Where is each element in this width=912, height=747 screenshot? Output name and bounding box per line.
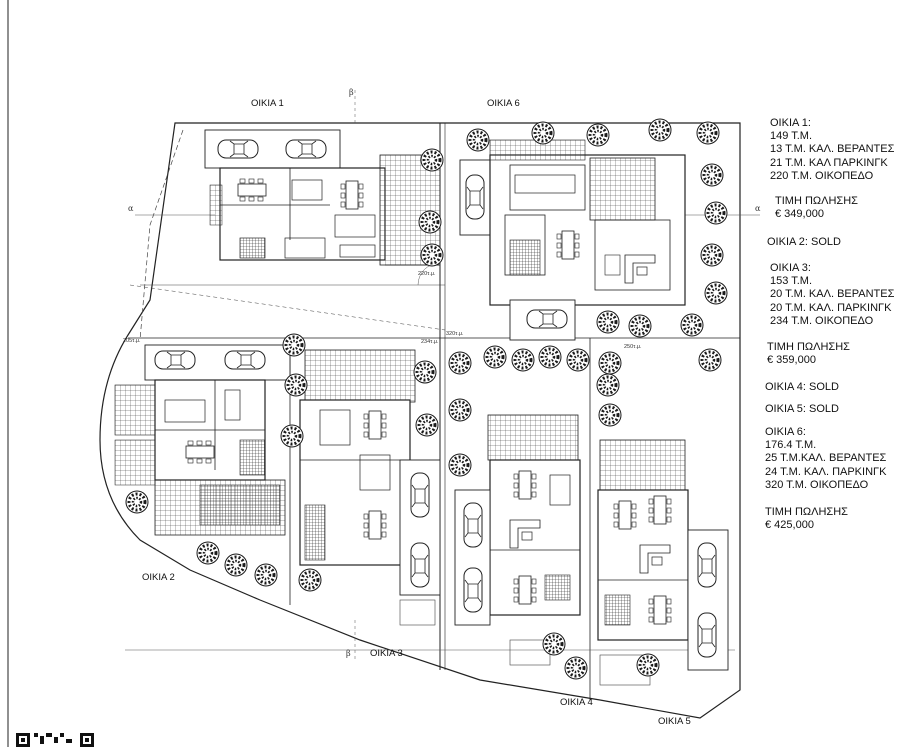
section-marker-alpha-right: α <box>755 204 761 213</box>
info-house-3-price-value: € 359,000 <box>767 354 816 367</box>
plan-label-house-3: ΟΙΚΙΑ 3 <box>370 648 403 659</box>
info-house-3-price-label: ΤΙΜΗ ΠΩΛΗΣΗΣ <box>767 341 850 353</box>
area-label-250: 250τ.μ. <box>624 344 642 350</box>
plan-label-house-5: ΟΙΚΙΑ 5 <box>658 716 691 727</box>
plan-label-house-2: ΟΙΚΙΑ 2 <box>142 572 175 583</box>
info-house-6-price-label: ΤΙΜΗ ΠΩΛΗΣΗΣ <box>765 506 848 518</box>
info-house-2: ΟΙΚΙΑ 2: SOLD <box>767 236 841 249</box>
info-house-1-price-value: € 349,000 <box>775 208 824 221</box>
info-house-6-price: ΤΙΜΗ ΠΩΛΗΣΗΣ € 425,000 <box>765 506 848 532</box>
info-house-1-verandas: 13 Τ.Μ. ΚΑΛ. ΒΕΡΑΝΤΕΣ <box>770 143 895 156</box>
info-house-3-price: ΤΙΜΗ ΠΩΛΗΣΗΣ € 359,000 <box>767 341 850 367</box>
area-label-220: 220τ.μ. <box>418 271 436 277</box>
info-house-3-title: ΟΙΚΙΑ 3: <box>770 262 811 274</box>
info-house-4-status: ΟΙΚΙΑ 4: SOLD <box>765 381 839 393</box>
info-house-1-area: 149 Τ.Μ. <box>770 130 812 143</box>
info-house-6-parking: 24 Τ.Μ. ΚΑΛ. ΠΑΡΚΙΝΓΚ <box>765 465 887 478</box>
info-house-1-title: ΟΙΚΙΑ 1: <box>770 117 811 129</box>
info-house-1-price: ΤΙΜΗ ΠΩΛΗΣΗΣ € 349,000 <box>775 195 858 221</box>
info-house-3-parking: 20 Τ.Μ. ΚΑΛ. ΠΑΡΚΙΝΓΚ <box>770 301 892 314</box>
info-house-2-status: ΟΙΚΙΑ 2: SOLD <box>767 236 841 248</box>
info-house-3: ΟΙΚΙΑ 3: 153 Τ.Μ. 20 Τ.Μ. ΚΑΛ. ΒΕΡΑΝΤΕΣ … <box>770 262 894 328</box>
plan-label-house-4: ΟΙΚΙΑ 4 <box>560 697 593 708</box>
info-house-4: ΟΙΚΙΑ 4: SOLD <box>765 381 839 394</box>
area-label-234: 234τ.μ. <box>421 339 439 345</box>
section-marker-alpha-left: α <box>128 204 134 213</box>
info-house-3-area: 153 Τ.Μ. <box>770 275 812 288</box>
plan-label-house-6: ΟΙΚΙΑ 6 <box>487 98 520 109</box>
section-marker-beta-top: β <box>349 88 354 97</box>
info-house-1: ΟΙΚΙΑ 1: 149 Τ.Μ. 13 Τ.Μ. ΚΑΛ. ΒΕΡΑΝΤΕΣ … <box>770 117 894 183</box>
info-house-1-parking: 21 Τ.Μ. ΚΑΛ ΠΑΡΚΙΝΓΚ <box>770 156 888 169</box>
info-house-1-price-label: ΤΙΜΗ ΠΩΛΗΣΗΣ <box>775 195 858 207</box>
info-house-6-title: ΟΙΚΙΑ 6: <box>765 426 806 438</box>
section-marker-beta-bottom: β <box>346 649 351 658</box>
area-label-320: 320τ.μ. <box>446 331 464 337</box>
info-house-5-status: ΟΙΚΙΑ 5: SOLD <box>765 403 839 415</box>
info-house-6-price-value: € 425,000 <box>765 519 814 532</box>
info-house-3-verandas: 20 Τ.Μ. ΚΑΛ. ΒΕΡΑΝΤΕΣ <box>770 288 895 301</box>
info-house-1-plot: 220 Τ.Μ. ΟΙΚΟΠΕΔΟ <box>770 169 874 182</box>
info-house-6: ΟΙΚΙΑ 6: 176.4 Τ.Μ. 25 Τ.Μ.ΚΑΛ. ΒΕΡΑΝΤΕΣ… <box>765 426 886 492</box>
area-label-205: 205τ.μ. <box>123 338 141 344</box>
info-house-6-area: 176.4 Τ.Μ. <box>765 439 817 452</box>
plan-label-house-1: ΟΙΚΙΑ 1 <box>251 98 284 109</box>
info-house-3-plot: 234 Τ.Μ. ΟΙΚΟΠΕΔΟ <box>770 314 874 327</box>
info-house-6-plot: 320 Τ.Μ. ΟΙΚΟΠΕΔΟ <box>765 478 869 491</box>
info-house-6-verandas: 25 Τ.Μ.ΚΑΛ. ΒΕΡΑΝΤΕΣ <box>765 452 887 465</box>
info-house-5: ΟΙΚΙΑ 5: SOLD <box>765 403 839 416</box>
